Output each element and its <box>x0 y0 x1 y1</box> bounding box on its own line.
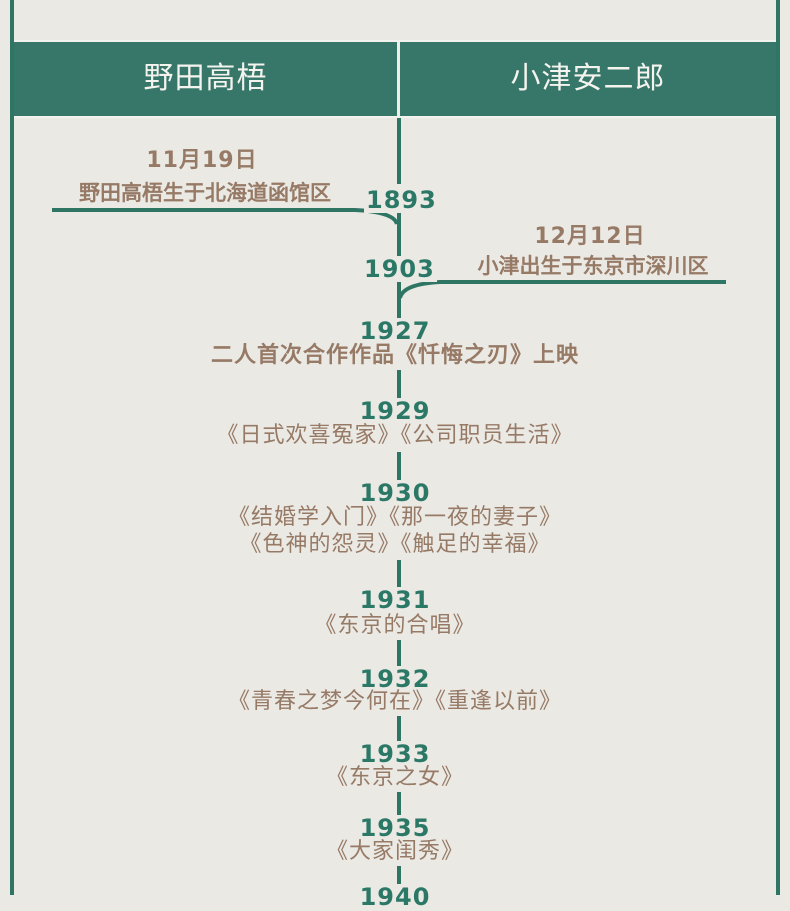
ozu-branch-line <box>398 280 726 299</box>
noda-birth-date: 11月19日 <box>146 148 258 173</box>
header-noda-title: 野田高梧 <box>143 61 268 96</box>
noda-birth-text: 野田高梧生于北海道函馆区 <box>79 181 331 205</box>
timeline-spine <box>397 864 401 888</box>
year-label-1930: 1930 <box>357 479 433 507</box>
frame-left-border <box>10 0 14 895</box>
header-ozu-title: 小津安二郎 <box>510 61 666 96</box>
timeline-spine <box>397 118 401 184</box>
frame-right-border <box>776 0 780 895</box>
year-label-1932: 1932 <box>357 665 433 693</box>
year-label-1929: 1929 <box>357 397 433 425</box>
timeline-spine <box>397 716 401 744</box>
timeline-spine <box>397 370 401 398</box>
header-band: 野田高梧 小津安二郎 <box>14 40 776 118</box>
year-label-1893: 1893 <box>364 186 439 214</box>
year-label-1940: 1940 <box>357 883 433 911</box>
ozu-birth-text: 小津出生于东京市深川区 <box>477 254 709 278</box>
header-bottom-rule <box>14 116 776 118</box>
year-label-1931: 1931 <box>357 586 433 614</box>
timeline-spine <box>397 640 401 668</box>
films-1933: 《东京之女》 <box>323 764 466 792</box>
header-divider <box>397 42 400 118</box>
timeline-spine <box>397 282 401 318</box>
films-1935: 《大家闺秀》 <box>323 838 466 866</box>
timeline-spine <box>397 560 401 588</box>
timeline-spine <box>397 452 401 480</box>
films-1930-line2: 《色神的怨灵》《触足的幸福》 <box>237 531 553 559</box>
films-1932: 《青春之梦今何在》《重逢以前》 <box>225 688 564 716</box>
timeline-spine <box>397 790 401 818</box>
films-1930-line1: 《结婚学入门》《那一夜的妻子》 <box>225 504 564 532</box>
year-label-1903: 1903 <box>362 255 437 283</box>
films-1929: 《日式欢喜冤家》《公司职员生活》 <box>214 422 576 450</box>
year-label-1935: 1935 <box>357 814 433 842</box>
event-1927: 二人首次合作作品《忏悔之刃》上映 <box>208 342 581 370</box>
year-label-1927: 1927 <box>357 317 433 345</box>
timeline-spine <box>397 212 401 258</box>
noda-branch-line <box>52 208 399 225</box>
year-label-1933: 1933 <box>357 740 433 768</box>
films-1931: 《东京的合唱》 <box>312 612 478 640</box>
ozu-birth-date: 12月12日 <box>534 224 646 249</box>
